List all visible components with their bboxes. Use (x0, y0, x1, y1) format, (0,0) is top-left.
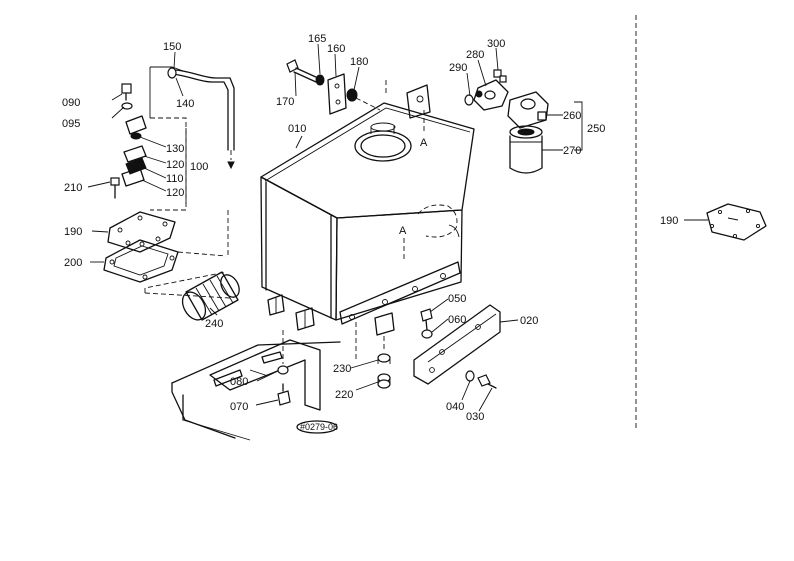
label-030: 030 (466, 411, 484, 423)
alignment-lines (144, 15, 637, 430)
label-140: 140 (176, 98, 194, 110)
strainer (181, 271, 240, 321)
gasket (103, 239, 179, 283)
label-160: 160 (327, 43, 345, 55)
frame-plate (171, 339, 341, 441)
washer-080 (277, 365, 289, 375)
part-labels: 150 140 090 095 130 120 100 110 120 210 … (62, 33, 678, 423)
cover-plate-alt (706, 203, 767, 241)
label-170: 170 (276, 96, 294, 108)
line-filter-assembly (403, 69, 583, 262)
label-180: 180 (350, 56, 368, 68)
label-150: 150 (163, 41, 181, 53)
bolt-210 (110, 177, 120, 199)
bolt-030 (477, 374, 497, 389)
label-290: 290 (449, 62, 467, 74)
marker-a-upper: A (420, 137, 428, 149)
washer-040 (465, 370, 475, 382)
label-010: 010 (288, 123, 306, 135)
label-220: 220 (335, 389, 353, 401)
label-060: 060 (448, 314, 466, 326)
label-270: 270 (563, 145, 581, 157)
label-190: 190 (64, 226, 82, 238)
label-040: 040 (446, 401, 464, 413)
label-020: 020 (520, 315, 538, 327)
bushing-220 (377, 373, 391, 389)
return-pipe (167, 67, 235, 170)
label-070: 070 (230, 401, 248, 413)
stamp-code: #0279-06 (300, 422, 338, 432)
label-090: 090 (62, 97, 80, 109)
bushing-230 (377, 353, 391, 364)
label-120-top: 120 (166, 159, 184, 171)
label-100: 100 (190, 161, 208, 173)
drawing-stamp: #0279-06 (296, 420, 338, 434)
angle-bracket (413, 304, 501, 385)
label-200: 200 (64, 257, 82, 269)
label-250: 250 (587, 123, 605, 135)
label-300: 300 (487, 38, 505, 50)
label-280: 280 (466, 49, 484, 61)
bracket-assembly (286, 59, 381, 115)
label-080: 080 (230, 376, 248, 388)
label-130: 130 (166, 143, 184, 155)
label-165: 165 (308, 33, 326, 45)
label-110: 110 (166, 173, 184, 185)
bolt-050 (420, 308, 433, 331)
label-050: 050 (448, 293, 466, 305)
washer-060 (421, 329, 433, 339)
label-230: 230 (333, 363, 351, 375)
label-120-bottom: 120 (166, 187, 184, 199)
hydraulic-tank (260, 84, 475, 336)
label-190-alt: 190 (660, 215, 678, 227)
level-gauge-assembly (121, 66, 187, 211)
marker-a-lower: A (399, 225, 407, 237)
label-210: 210 (64, 182, 82, 194)
label-260: 260 (563, 110, 581, 122)
bolt-070 (277, 383, 291, 406)
cover-plate (107, 211, 176, 253)
leader-lines (87, 43, 708, 412)
label-240: 240 (205, 318, 223, 330)
label-095: 095 (62, 118, 80, 130)
